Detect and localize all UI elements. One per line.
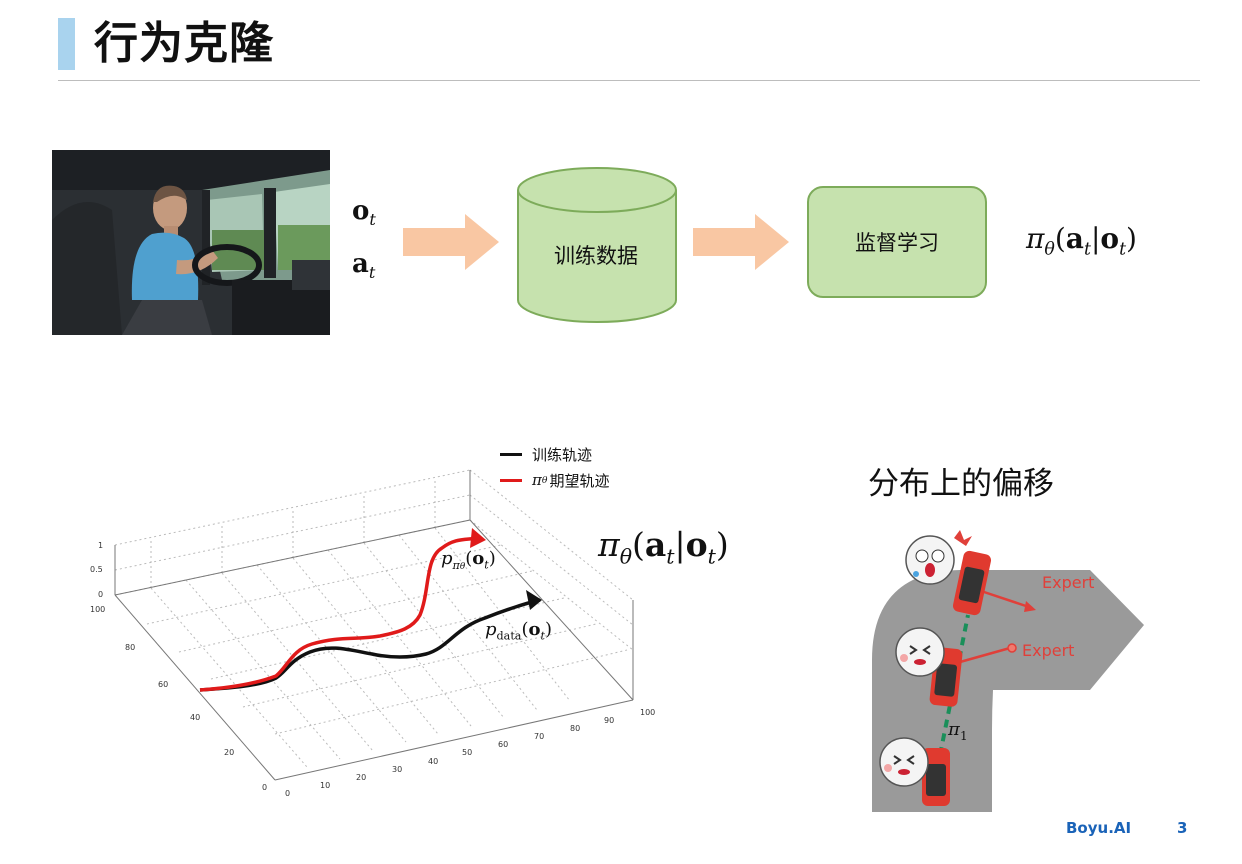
supervised-learning-box: [807, 186, 987, 298]
x-tick-label: 60: [498, 740, 508, 749]
page-number: 3: [1177, 819, 1188, 837]
plot-grid: [114, 469, 634, 768]
policy-distribution-label: pπθ(ot): [441, 548, 496, 572]
expert-arrow-1: [977, 588, 1033, 610]
legend-pi: π: [532, 471, 542, 489]
expert-label: Expert: [1042, 573, 1094, 592]
character-squint-icon: [879, 737, 929, 787]
data-distribution-label: pdata(ot): [485, 619, 553, 643]
trajectory-3d-plot: 1 0.5 0 100 80 60 40 20 0 0 10 20 30 40 …: [90, 469, 655, 798]
distribution-shift-scene: Expert Expert π 1: [872, 530, 1144, 812]
x-tick-label: 100: [640, 708, 655, 717]
expert-dot-icon: [1007, 643, 1017, 653]
legend-label: 训练轨迹: [532, 445, 593, 464]
legend-label: 期望轨迹: [549, 471, 610, 490]
character-scared-icon: [905, 535, 955, 585]
action-symbol: at: [352, 249, 376, 283]
footer-brand: Boyu.AI: [1066, 819, 1132, 837]
dataset-label: 训练数据: [554, 244, 638, 268]
y-tick-label: 40: [190, 713, 200, 722]
x-tick-label: 30: [392, 765, 402, 774]
arrow-head-icon: [1024, 601, 1036, 612]
distribution-shift-title: 分布上的偏移: [868, 466, 1054, 502]
policy-formula-large: πθ(at|ot): [598, 525, 729, 569]
z-tick-label: 1: [98, 541, 103, 550]
car-icon: [952, 550, 992, 616]
policy-symbol: π: [947, 719, 961, 740]
plot-tick-labels: 1 0.5 0 100 80 60 40 20 0 0 10 20 30 40 …: [90, 541, 655, 798]
x-tick-label: 0: [285, 789, 290, 798]
y-tick-label: 0: [262, 783, 267, 792]
x-tick-label: 90: [604, 716, 614, 725]
policy-subscript: 1: [960, 729, 968, 743]
x-tick-label: 50: [462, 748, 472, 757]
training-trajectory-line: [199, 598, 541, 692]
truck-driver-photo: [52, 150, 330, 335]
expert-arrow-2: [959, 646, 1011, 664]
title-divider: [58, 80, 1200, 81]
expert-label: Expert: [1022, 641, 1074, 660]
legend-swatch-red: [500, 478, 522, 482]
arrow-right-icon: [403, 214, 499, 270]
z-tick-label: 0.5: [90, 565, 103, 574]
plot-axes: [114, 470, 634, 781]
training-trajectory-arrowhead: [526, 590, 542, 610]
x-tick-label: 10: [320, 781, 330, 790]
dataset-cylinder: [517, 167, 677, 323]
policy-formula: πθ(at|ot): [1026, 222, 1137, 260]
supervised-learning-label: 监督学习: [855, 231, 939, 255]
car-icon: [922, 748, 950, 806]
y-tick-label: 20: [224, 748, 234, 757]
title-accent-bar: [58, 18, 75, 70]
character-squint-icon: [895, 627, 945, 677]
legend-swatch-black: [500, 452, 522, 456]
legend-theta: θ: [541, 474, 548, 486]
arrow-right-icon: [693, 214, 789, 270]
y-tick-label: 60: [158, 680, 168, 689]
x-tick-label: 70: [534, 732, 544, 741]
policy-trajectory-line: [199, 536, 479, 692]
car-icon: [929, 647, 963, 707]
x-tick-label: 80: [570, 724, 580, 733]
slide-title: 行为克隆: [94, 18, 274, 69]
legend-item-training: 训练轨迹: [500, 441, 609, 467]
y-tick-label: 80: [125, 643, 135, 652]
anger-mark-icon: [954, 530, 972, 546]
policy-trajectory-arrowhead: [470, 528, 486, 548]
x-tick-label: 40: [428, 757, 438, 766]
y-tick-label: 100: [90, 605, 105, 614]
z-tick-label: 0: [98, 590, 103, 599]
observation-symbol: ot: [352, 196, 376, 230]
x-tick-label: 20: [356, 773, 366, 782]
